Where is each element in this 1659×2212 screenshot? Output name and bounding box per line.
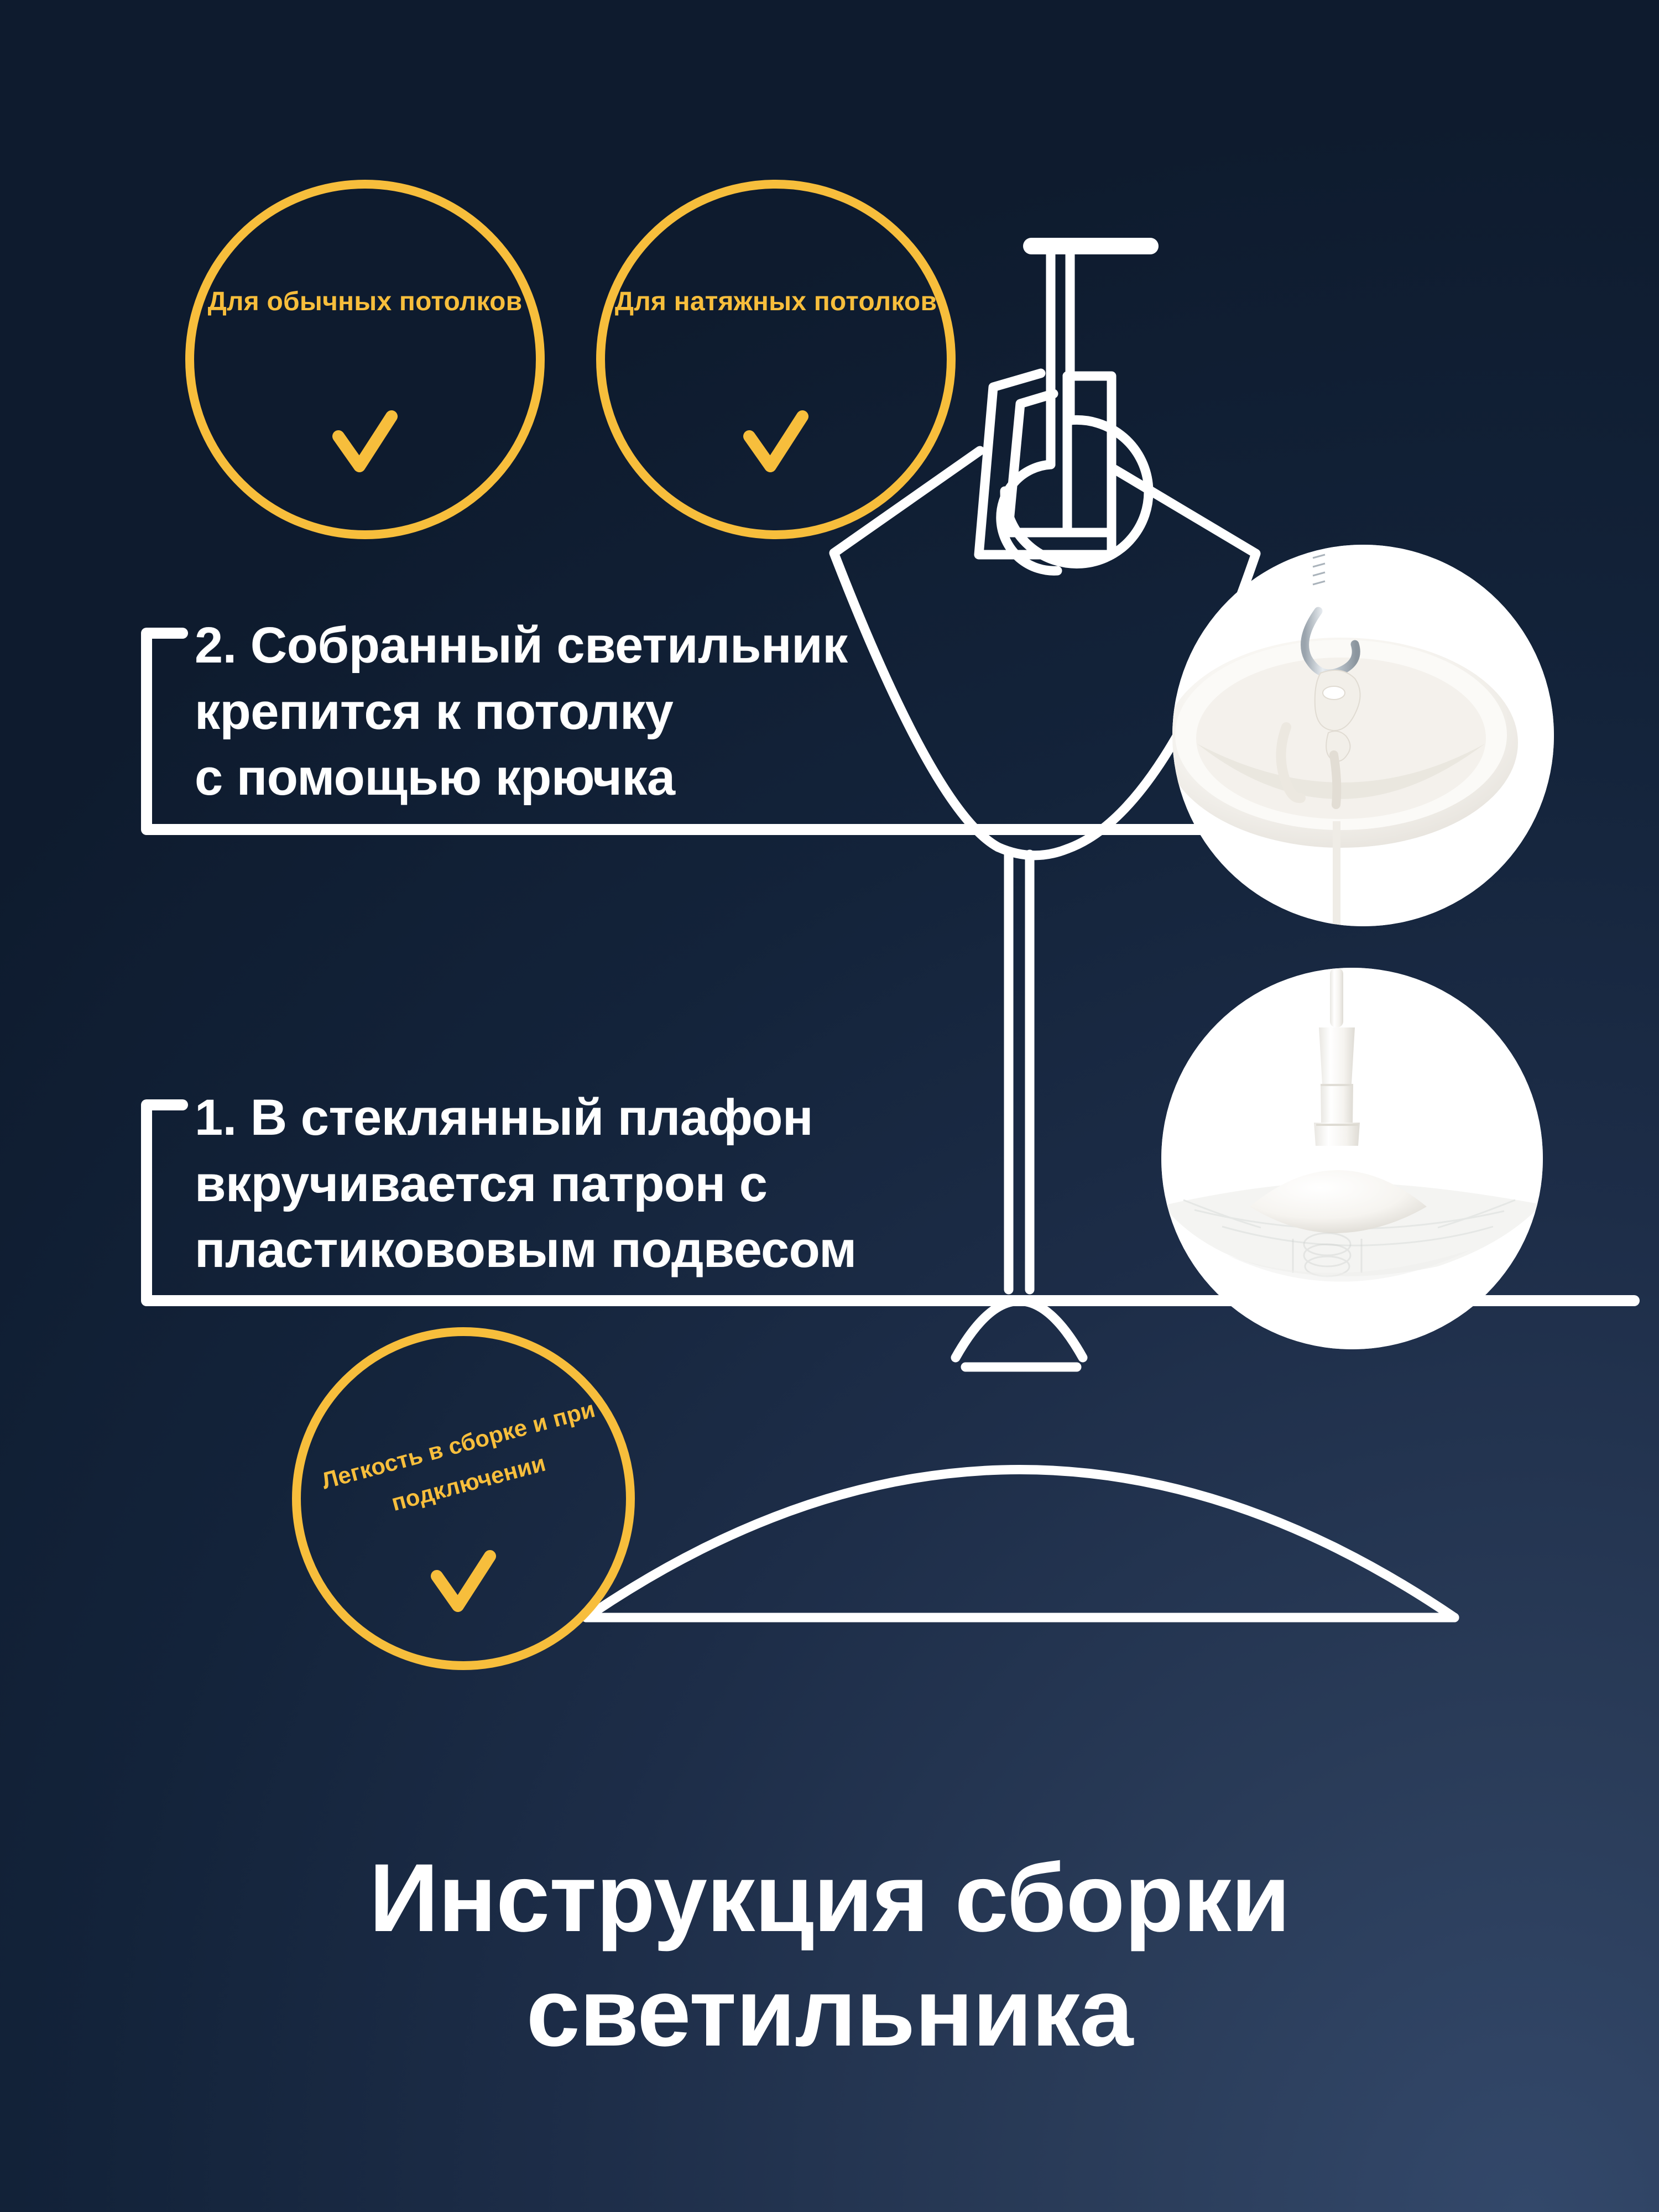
badge-stretch-ceilings[interactable]: Для натяжных потолков — [596, 180, 956, 539]
badge-regular-ceilings-label: Для обычных потолков — [207, 287, 523, 316]
photo-socket-shade — [1161, 968, 1543, 1349]
step-2-block: 2. Собранный светильник крепится к потол… — [195, 613, 941, 811]
badge-regular-ceilings[interactable]: Для обычных потолков — [185, 180, 545, 539]
step-2-text: 2. Собранный светильник крепится к потол… — [195, 617, 848, 806]
badge-stretch-ceilings-label: Для натяжных потолков — [614, 287, 937, 316]
step-1-block: 1. В стеклянный плафон вкручивается патр… — [195, 1085, 969, 1284]
badge-easy-assembly-label: Легкость в сборке и при подключении — [319, 1396, 598, 1516]
photo-ceiling-hook — [1172, 545, 1554, 926]
badge-easy-assembly[interactable]: Легкость в сборке и при подключении — [292, 1327, 635, 1670]
step-1-text: 1. В стеклянный плафон вкручивается патр… — [195, 1089, 857, 1279]
checkmark-icon — [431, 1550, 496, 1612]
checkmark-icon — [743, 410, 808, 472]
page-title: Инструкция сборки светильника — [369, 1844, 1291, 2067]
checkmark-icon — [332, 410, 398, 472]
